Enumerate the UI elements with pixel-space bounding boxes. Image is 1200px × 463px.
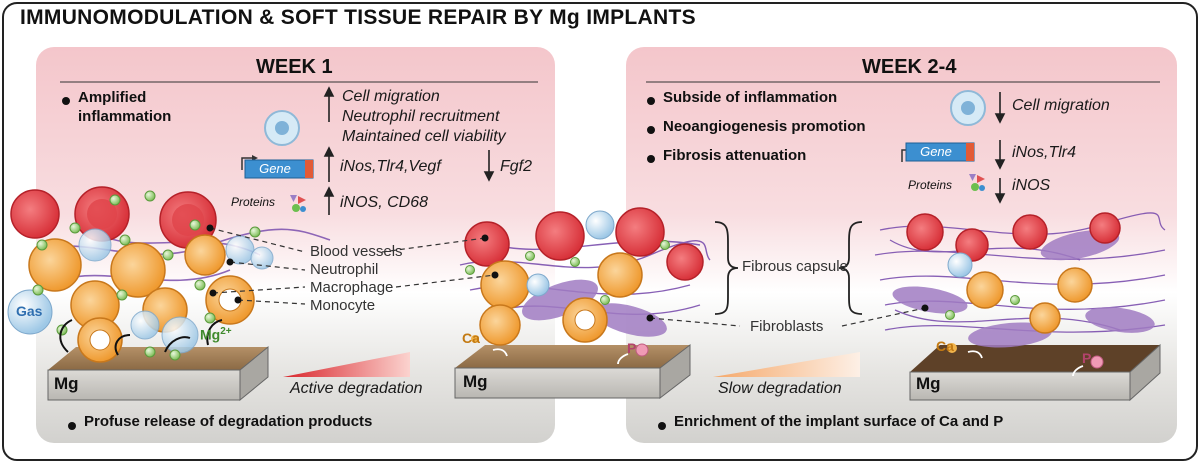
label-monocyte: Monocyte xyxy=(310,297,376,314)
macrophage xyxy=(479,304,521,346)
bullet-dot xyxy=(647,97,655,105)
slow-degradation-wedge xyxy=(713,352,860,377)
right-ca-label: Ca xyxy=(936,338,954,354)
middle-p-label: P xyxy=(627,340,637,356)
fibroblast xyxy=(1085,307,1155,333)
proteins-down-w24: iNOS xyxy=(1012,177,1051,194)
gene-label: Gene xyxy=(259,161,291,176)
week24-bullet-1: Subside of inflammation xyxy=(663,89,838,106)
fibrous-capsule-label: Fibrous capsule xyxy=(742,258,848,275)
week1-bullet-line2: inflammation xyxy=(78,108,172,125)
genes-down: Fgf2 xyxy=(500,158,533,175)
macrophage xyxy=(110,242,166,298)
macrophage xyxy=(480,260,530,310)
fibroblast xyxy=(968,322,1052,348)
implant-slab-left xyxy=(47,345,269,402)
gas-bubble xyxy=(526,273,550,297)
effect-cell-migration-w24: Cell migration xyxy=(1012,97,1110,114)
brace-right xyxy=(838,221,863,315)
ca-ion xyxy=(947,343,957,353)
fibroblast xyxy=(522,279,598,321)
effect-neutrophil-recruitment: Neutrophil recruitment xyxy=(342,108,500,125)
effect-cell-migration: Cell migration xyxy=(342,88,440,105)
week24-cell-cluster xyxy=(874,212,1166,348)
week1-arrows xyxy=(323,86,495,215)
blood-vessel xyxy=(10,189,60,239)
blood-vessel xyxy=(666,243,704,281)
blood-vessel xyxy=(615,207,665,257)
page-title: IMMUNOMODULATION & SOFT TISSUE REPAIR BY… xyxy=(20,6,696,29)
fibroblast xyxy=(593,303,667,337)
promoter-arrow-icon xyxy=(241,157,252,170)
week1-bullet-line1: Amplified xyxy=(78,89,147,106)
implant-label-left: Mg xyxy=(54,374,79,393)
bullet-dot xyxy=(647,126,655,134)
active-degradation-label: Active degradation xyxy=(290,380,423,397)
proteins-up: iNOS, CD68 xyxy=(340,194,429,211)
macrophage xyxy=(184,234,226,276)
implant-label-right: Mg xyxy=(916,374,941,393)
gene-label-w24: Gene xyxy=(920,144,952,159)
proteins-icon-w24 xyxy=(969,174,976,181)
bullet-dot xyxy=(647,155,655,163)
week24-bullet-3: Fibrosis attenuation xyxy=(663,147,807,164)
week1-heading: WEEK 1 xyxy=(256,56,333,78)
blood-vessel xyxy=(464,221,510,267)
week24-heading: WEEK 2-4 xyxy=(862,56,957,78)
macrophage xyxy=(28,238,82,292)
macrophage xyxy=(1029,302,1061,334)
proteins-icon xyxy=(290,195,297,202)
gas-bubble xyxy=(78,228,112,262)
label-macrophage: Macrophage xyxy=(310,279,394,296)
gas-bubble xyxy=(947,252,973,278)
blood-vessel xyxy=(1089,212,1121,244)
proteins-label-w24: Proteins xyxy=(908,178,953,192)
gas-bubble xyxy=(130,310,160,340)
bullet-dot xyxy=(62,97,70,105)
blood-vessel xyxy=(535,211,585,261)
blood-vessel xyxy=(906,213,944,251)
p-ion xyxy=(1090,355,1104,369)
fibroblasts-label: Fibroblasts xyxy=(750,318,824,335)
blood-vessel xyxy=(955,228,989,262)
fibroblast xyxy=(892,286,968,314)
implant-label-middle: Mg xyxy=(463,372,488,391)
active-degradation-wedge xyxy=(283,352,410,377)
proteins-label: Proteins xyxy=(231,195,276,209)
week24-bullet-2: Neoangiogenesis promotion xyxy=(663,118,866,135)
gas-bubble xyxy=(585,210,615,240)
middle-ca-label: Ca xyxy=(462,330,480,346)
gas-bubble xyxy=(7,289,53,335)
bullet-dot xyxy=(658,422,666,430)
genes-up: iNos,Tlr4,Vegf xyxy=(340,158,441,175)
cell-nucleus-icon xyxy=(275,121,289,135)
ca-ion xyxy=(471,335,479,343)
week24-arrows xyxy=(994,92,1006,204)
p-ion xyxy=(635,343,649,357)
label-neutrophil: Neutrophil xyxy=(310,261,379,278)
week1-footer: Profuse release of degradation products xyxy=(84,413,373,430)
mg-ion-label: Mg2+ xyxy=(200,326,232,343)
brace-left xyxy=(714,221,739,315)
macrophage xyxy=(1057,267,1093,303)
week24-footer: Enrichment of the implant surface of Ca … xyxy=(674,413,1004,430)
right-p-label: P xyxy=(1082,350,1092,366)
label-blood-vessels: Blood vessels xyxy=(310,243,403,260)
genes-down-w24: iNos,Tlr4 xyxy=(1012,144,1077,161)
slow-degradation-label: Slow degradation xyxy=(718,380,842,397)
implant-slab-middle xyxy=(454,343,691,400)
macrophage xyxy=(597,252,643,298)
blood-vessel xyxy=(1012,214,1048,250)
gas-label: Gas xyxy=(16,303,43,319)
effect-cell-viability: Maintained cell viability xyxy=(342,128,506,145)
macrophage xyxy=(966,271,1004,309)
leader-lines xyxy=(209,227,926,327)
week1-cell-cluster xyxy=(7,186,331,363)
middle-cell-cluster xyxy=(459,207,711,346)
bullet-dot xyxy=(68,422,76,430)
gas-bubble xyxy=(250,246,274,270)
